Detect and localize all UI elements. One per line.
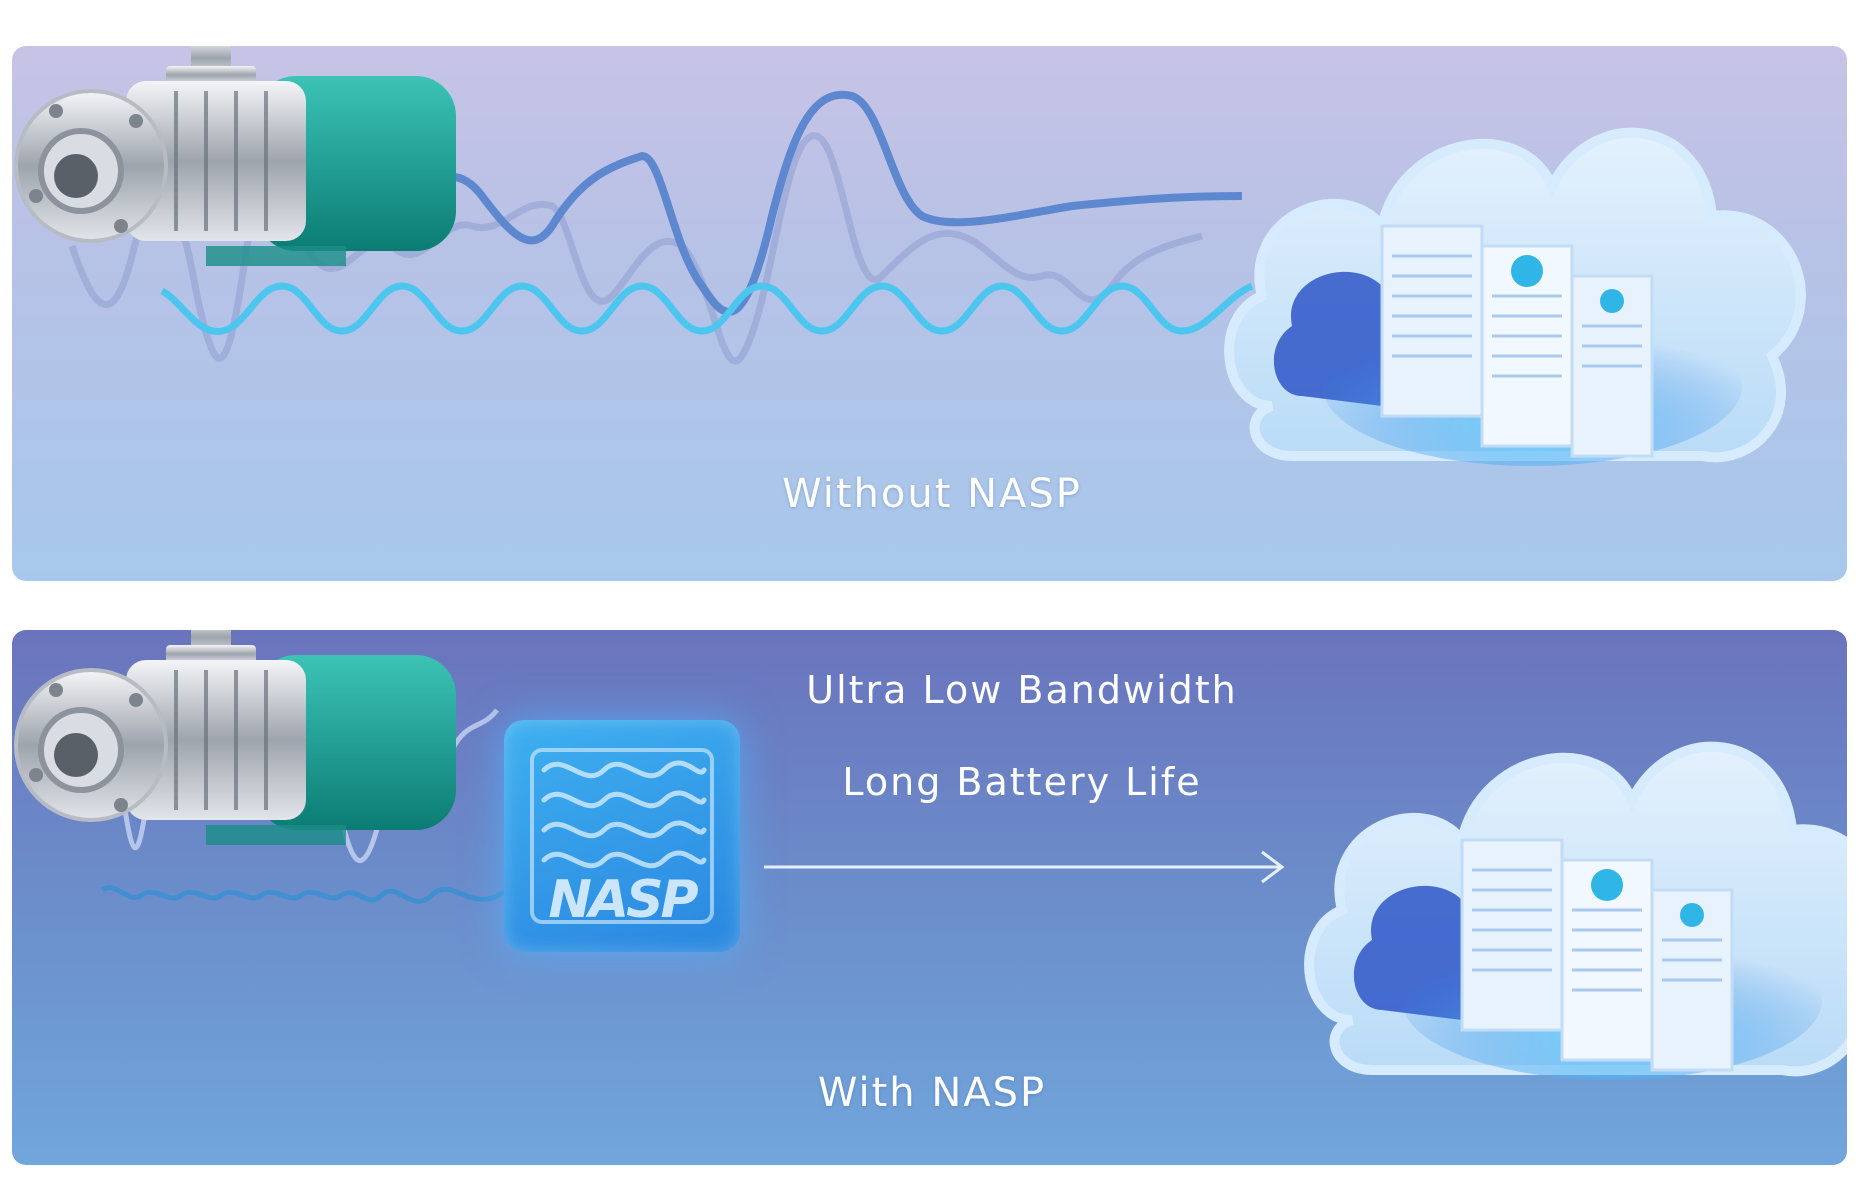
with-nasp-caption: With NASP xyxy=(817,1070,1047,1116)
arrow-right-icon xyxy=(764,850,1285,884)
cloud-server-icon xyxy=(1304,741,1847,1080)
nasp-chip-pattern xyxy=(530,748,714,924)
nasp-chip-label: NASP xyxy=(548,870,698,930)
industrial-pump-icon xyxy=(14,630,456,845)
server-rack-icon xyxy=(1460,838,1734,1072)
server-rack-icon xyxy=(1380,224,1654,458)
ultra-low-bandwidth-label: Ultra Low Bandwidth xyxy=(806,668,1238,712)
with-nasp-scene xyxy=(14,630,1847,1080)
without-nasp-scene xyxy=(14,46,1806,466)
raw-signal-light-wave xyxy=(160,282,1254,335)
raw-signal-dark-wave xyxy=(299,90,1243,316)
without-nasp-panel: Without NASP xyxy=(12,46,1847,581)
compressed-signal-wave xyxy=(100,885,506,904)
without-nasp-caption: Without NASP xyxy=(782,471,1082,517)
with-nasp-panel: NASP Ultra Low Bandwidth Long Battery Li… xyxy=(12,630,1847,1165)
raw-signal-faint-wave xyxy=(68,132,1203,365)
nasp-chip-icon: NASP xyxy=(504,720,740,952)
long-battery-life-label: Long Battery Life xyxy=(842,760,1202,804)
cloud-server-icon xyxy=(1224,127,1806,466)
industrial-pump-icon xyxy=(14,46,456,266)
